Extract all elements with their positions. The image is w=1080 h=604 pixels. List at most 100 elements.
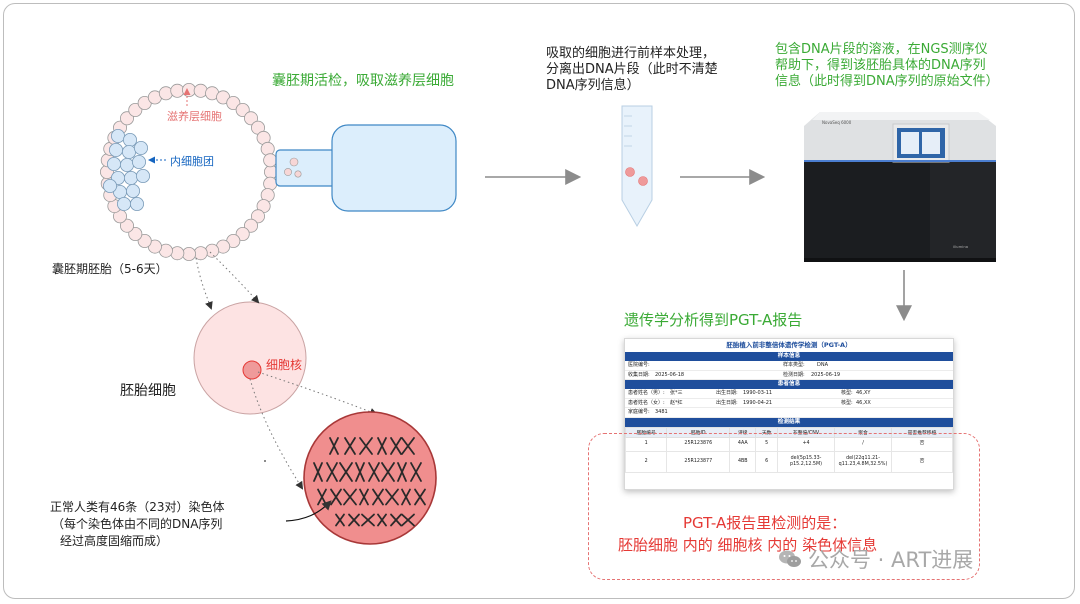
blastocyst-inner-cell-mass [103, 128, 150, 211]
trophectoderm-cell [235, 103, 250, 118]
chromosome [313, 462, 323, 482]
sequencer-vendor-label: illumina [953, 244, 968, 249]
inner-mass-cell [131, 154, 146, 169]
report-karyotype-1: 46,XY [856, 390, 871, 396]
inner-mass-cell [135, 168, 150, 183]
report-birth-label-2: 出生日期: [716, 399, 738, 406]
inner-mass-cell [122, 144, 137, 159]
nucleus-to-chromosomes-connector-top [257, 371, 378, 416]
biopsy-label: 囊胚期活检，吸取滋养层细胞 [272, 73, 454, 89]
inner-mass-cell [120, 157, 135, 172]
watermark-text: 公众号 · ART进展 [808, 548, 974, 572]
table-row: 1 25R123876 4AA 5 +4 / 否 [624, 436, 953, 452]
blastocyst-to-cell-connector-left [195, 257, 213, 310]
inner-mass-cell [107, 156, 122, 171]
trophectoderm-cell [128, 226, 143, 241]
embryo-cell-label: 胚胎细胞 [120, 383, 176, 399]
inner-mass-cell [111, 128, 126, 143]
inner-mass-cell [109, 142, 124, 157]
trophectoderm-cell [170, 246, 185, 261]
report-birth-label-1: 出生日期: [716, 390, 738, 396]
chromosome-note-line-2: （每个染色体由不同的DNA序列 [52, 517, 223, 531]
trophectoderm-cell [137, 233, 152, 248]
blastocyst-trophectoderm-ring [100, 83, 278, 261]
chromosome [355, 462, 365, 482]
sequencer-brand-label: NovaSeq 6000 [822, 120, 852, 125]
trophectoderm-cell [235, 226, 250, 241]
report-row-female: 患者姓名（女）: 赵*红 出生日期: 1990-04-21 核型: 46,XX [625, 399, 953, 408]
stray-dot [264, 460, 266, 462]
cell-nucleus [242, 360, 262, 380]
report-karyotype-label-1: 核型: [841, 390, 853, 396]
trophectoderm-cell [243, 111, 258, 126]
chromosome [344, 437, 356, 455]
ngs-line-1: 包含DNA片段的溶液，在NGS测序仪 [775, 42, 988, 57]
report-row-hospital: 医院编号: 样本类型: DNA [625, 361, 953, 371]
blastocyst-to-cell-connector-right [209, 251, 260, 304]
trophectoderm-cell [170, 83, 185, 98]
trophectoderm-cell [193, 246, 208, 261]
wechat-icon [779, 550, 801, 567]
trophectoderm-cell [181, 246, 196, 261]
trophectoderm-cell [205, 243, 220, 258]
report-sample-type: DNA [817, 362, 829, 368]
report-row-male: 患者姓名（男）: 张*三 出生日期: 1990-03-11 核型: 46,XY [625, 389, 953, 399]
trophectoderm-cell [181, 83, 196, 98]
chromosome [377, 437, 387, 455]
chromosome [330, 488, 342, 506]
ngs-line-2: 帮助下，得到该胚胎具体的DNA序列 [775, 58, 986, 73]
report-family-id: 3481 [655, 409, 668, 415]
chromosome [339, 462, 353, 482]
pretreat-line-3: DNA序列信息） [546, 78, 640, 93]
report-detects-line-2: 胚胎细胞 内的 细胞核 内的 染色体信息 [618, 536, 878, 554]
trophectoderm-cell [226, 96, 241, 111]
chromosome [343, 488, 357, 506]
chromosome [348, 513, 360, 527]
chromosome [401, 488, 411, 506]
report-row-dates: 收集日期: 2025-06-18 检测日期: 2025-06-19 [625, 371, 953, 380]
report-patient-section: 患者信息 [625, 380, 953, 389]
trophectoderm-cell [128, 103, 143, 118]
report-family-label: 家庭编号: [628, 409, 650, 415]
pgt-a-report: 胚胎植入前非整倍体遗传学检测（PGT-A） 样本信息 医院编号: 样本类型: D… [624, 338, 954, 490]
inner-mass-cell [129, 196, 144, 211]
report-male-label: 患者姓名（男）: [628, 390, 665, 396]
report-result-section: 检测结果 [625, 417, 953, 427]
report-received-date: 2025-06-18 [655, 371, 685, 378]
table-cell: 4BB [729, 450, 757, 473]
chromosome [401, 513, 415, 527]
chromosome [410, 462, 422, 482]
report-tested-label: 检测日期: [783, 371, 805, 378]
table-cell: 2 [624, 450, 668, 473]
trophectoderm-cell [260, 141, 275, 156]
chromosome [390, 437, 402, 455]
chromosome [326, 462, 338, 482]
report-female-label: 患者姓名（女）: [628, 399, 665, 406]
chromosome [359, 437, 373, 455]
nucleus-to-chromosomes-connector-bottom [249, 378, 304, 490]
chromosome-note-line-3: 经过高度固缩而成） [60, 534, 169, 548]
chromosome [401, 437, 415, 455]
trophectoderm-cell [243, 218, 258, 233]
ngs-line-3: 信息（此时得到DNA序列的原始文件） [775, 74, 999, 89]
nucleus-label: 细胞核 [266, 358, 303, 372]
report-received-label: 收集日期: [628, 371, 650, 378]
inner-mass-cell [123, 132, 138, 147]
chromosome [390, 513, 402, 527]
report-detects-line-1: PGT-A报告里检测的是： [683, 514, 847, 532]
report-karyotype-2: 46,XX [856, 399, 871, 406]
report-sample-type-label: 样本类型: [783, 362, 805, 368]
inner-mass-cell [133, 140, 148, 155]
report-male-name: 张*三 [670, 390, 683, 396]
chromosome [329, 437, 339, 455]
report-tested-date: 2025-06-19 [811, 371, 841, 378]
pretreat-line-2: 分离出DNA片段（此时不清楚 [546, 62, 718, 77]
watermark: 公众号 · ART进展 [778, 544, 973, 574]
report-karyotype-label-2: 核型: [841, 399, 853, 406]
report-title: 胚胎植入前非整倍体遗传学检测（PGT-A） [726, 341, 852, 349]
chromosome [368, 462, 380, 482]
analysis-label: 遗传学分析得到PGT-A报告 [624, 311, 803, 329]
report-sample-section: 样本信息 [625, 352, 953, 361]
